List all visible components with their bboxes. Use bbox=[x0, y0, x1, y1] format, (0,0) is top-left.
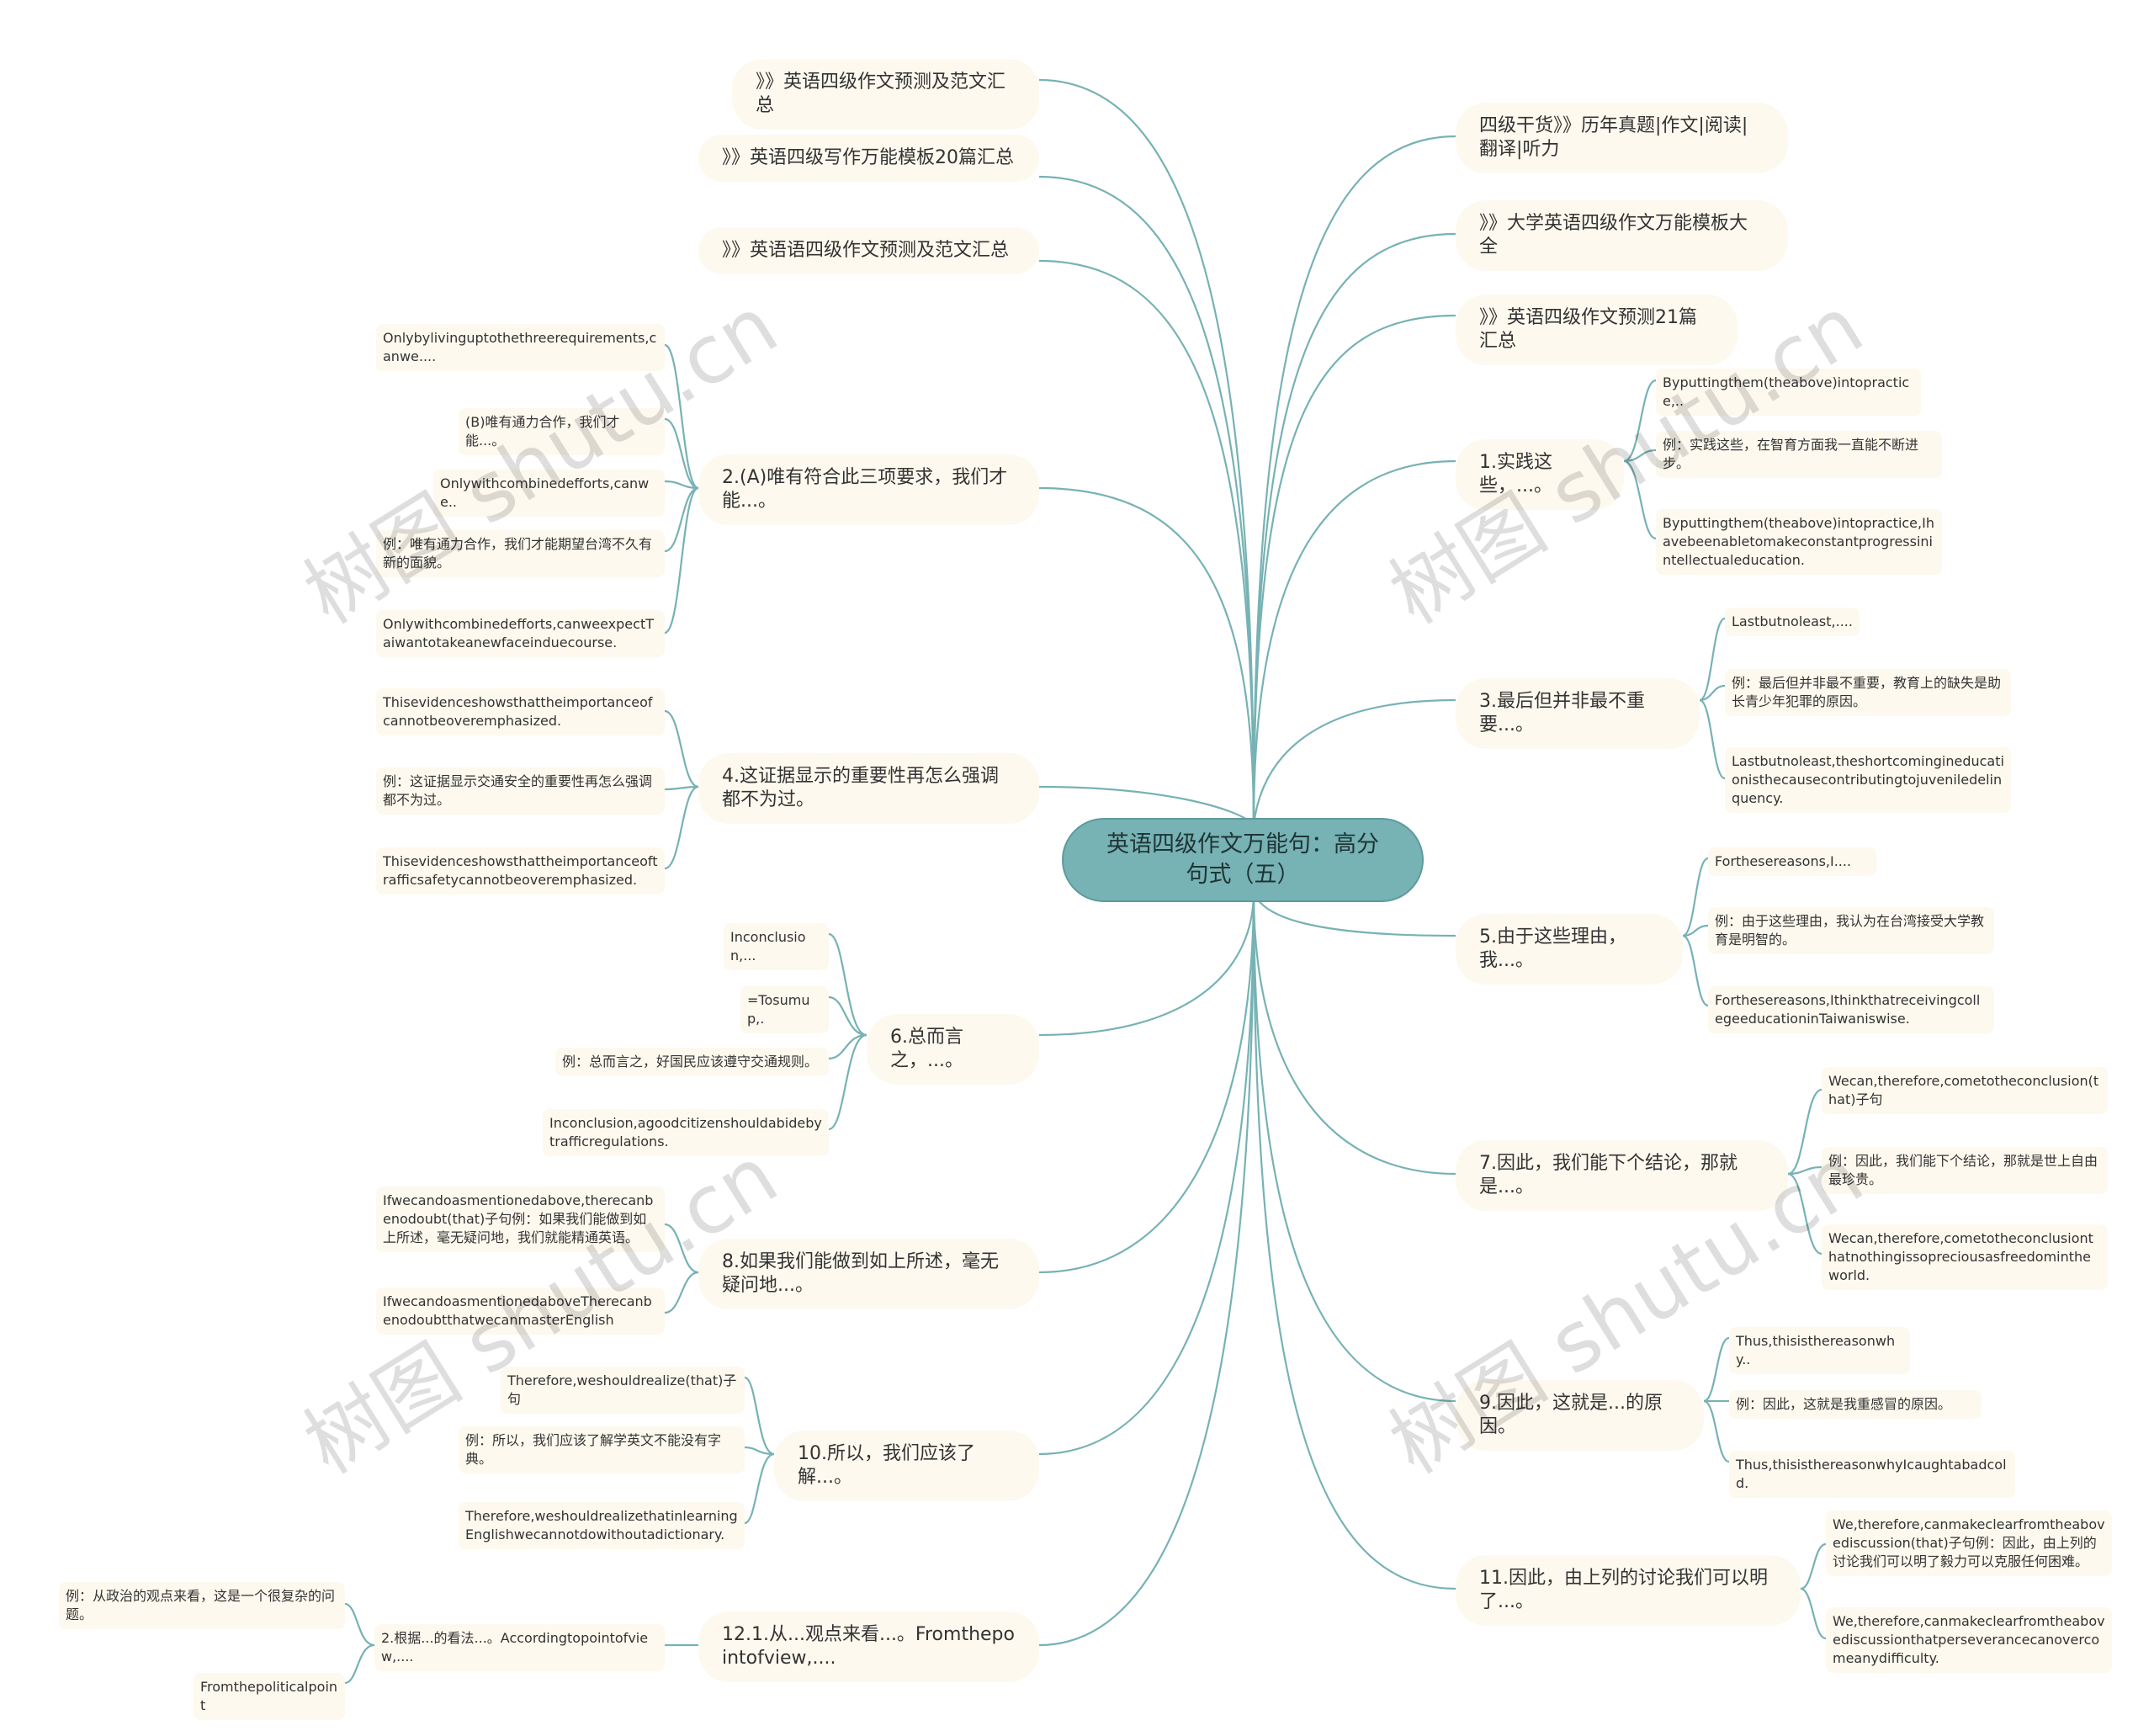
leaf-n7-1[interactable]: Ifwecandoasmentionedabove,therecanbenodo… bbox=[376, 1187, 665, 1252]
leaf-n9-1-1[interactable]: 例：从政治的观点来看，这是一个很复杂的问题。 bbox=[59, 1582, 345, 1629]
topic-right-6[interactable]: 5.由于这些理由，我...。 bbox=[1456, 914, 1683, 985]
link-root-m9 bbox=[1252, 891, 1456, 1590]
topic-left-7[interactable]: 8.如果我们能做到如上所述，毫无疑问地...。 bbox=[698, 1239, 1039, 1309]
link-root-m2 bbox=[1252, 232, 1456, 826]
leaf-n5-1[interactable]: Thisevidenceshowsthattheimportanceofcann… bbox=[376, 688, 665, 735]
leaf-n8-3[interactable]: Therefore,weshouldrealizethatinlearningE… bbox=[459, 1502, 745, 1549]
link-root-n9 bbox=[1038, 891, 1255, 1647]
topic-right-4[interactable]: 1.实践这些，...。 bbox=[1456, 439, 1624, 510]
root-topic[interactable]: 英语四级作文万能句：高分句式（五） bbox=[1062, 818, 1424, 902]
topic-right-8[interactable]: 9.因此，这就是...的原因。 bbox=[1456, 1380, 1704, 1451]
leaf-n8-2[interactable]: 例：所以，我们应该了解学英文不能没有字典。 bbox=[459, 1426, 745, 1473]
topic-left-2[interactable]: 》》英语四级写作万能模板20篇汇总 bbox=[698, 135, 1039, 182]
leaf-n5-3[interactable]: Thisevidenceshowsthattheimportanceoftraf… bbox=[376, 847, 665, 895]
leaf-n4-3[interactable]: Onlywithcombinedefforts,canwe.. bbox=[433, 470, 665, 517]
link-root-m3 bbox=[1252, 314, 1456, 826]
topic-right-5[interactable]: 3.最后但并非最不重要...。 bbox=[1456, 678, 1700, 749]
link-root-m4 bbox=[1252, 459, 1456, 826]
leaf-m8-1[interactable]: Thus,thisisthereasonwhy.. bbox=[1729, 1327, 1910, 1374]
topic-right-7[interactable]: 7.因此，我们能下个结论，那就是...。 bbox=[1456, 1140, 1788, 1211]
leaf-m8-3[interactable]: Thus,thisisthereasonwhyIcaughtabadcold. bbox=[1729, 1451, 2015, 1498]
topic-right-1[interactable]: 四级干货》》历年真题|作文|阅读|翻译|听力 bbox=[1456, 103, 1788, 173]
leaf-m5-3[interactable]: Lastbutnoleast,theshortcomingineducation… bbox=[1725, 747, 2011, 813]
leaf-m7-2[interactable]: 例：因此，我们能下个结论，那就是世上自由最珍贵。 bbox=[1822, 1147, 2108, 1194]
leaf-m6-2[interactable]: 例：由于这些理由，我认为在台湾接受大学教育是明智的。 bbox=[1708, 907, 1994, 954]
leaf-m6-1[interactable]: Forthesereasons,I.... bbox=[1708, 847, 1876, 876]
leaf-n9-1[interactable]: 2.根据...的看法...。Accordingtopointofview,...… bbox=[374, 1624, 665, 1671]
link-root-m1 bbox=[1252, 135, 1456, 826]
link-root-n2 bbox=[1038, 175, 1255, 826]
leaf-n6-2[interactable]: =Tosumup,. bbox=[740, 986, 829, 1033]
topic-right-3[interactable]: 》》英语四级作文预测21篇汇总 bbox=[1456, 295, 1738, 365]
link-root-m7 bbox=[1252, 891, 1456, 1176]
topic-left-6[interactable]: 6.总而言之，...。 bbox=[867, 1014, 1039, 1085]
leaf-n4-4[interactable]: 例：唯有通力合作，我们才能期望台湾不久有新的面貌。 bbox=[376, 530, 665, 577]
leaf-n5-2[interactable]: 例：这证据显示交通安全的重要性再怎么强调都不为过。 bbox=[376, 767, 665, 815]
topic-right-2[interactable]: 》》大学英语四级作文万能模板大全 bbox=[1456, 200, 1788, 271]
topic-left-9[interactable]: 12.1.从...观点来看...。Fromthepointofview,.... bbox=[698, 1611, 1039, 1682]
topic-left-8[interactable]: 10.所以，我们应该了解...。 bbox=[774, 1431, 1039, 1501]
leaf-m7-1[interactable]: Wecan,therefore,cometotheconclusion(that… bbox=[1822, 1067, 2108, 1114]
leaf-n4-2[interactable]: (B)唯有通力合作，我们才能...。 bbox=[459, 408, 665, 455]
link-root-n8 bbox=[1038, 891, 1255, 1456]
leaf-m5-2[interactable]: 例：最后但并非最不重要，教育上的缺失是助长青少年犯罪的原因。 bbox=[1725, 669, 2011, 716]
link-root-n4 bbox=[1038, 486, 1255, 826]
leaf-m8-2[interactable]: 例：因此，这就是我重感冒的原因。 bbox=[1729, 1390, 1982, 1419]
leaf-m4-2[interactable]: 例：实践这些，在智育方面我一直能不断进步。 bbox=[1656, 431, 1942, 478]
topic-left-1[interactable]: 》》英语四级作文预测及范文汇总 bbox=[732, 59, 1039, 130]
leaf-n6-1[interactable]: Inconclusion,... bbox=[724, 923, 829, 970]
link-root-m8 bbox=[1252, 891, 1456, 1403]
link-root-n3 bbox=[1038, 259, 1255, 826]
topic-left-4[interactable]: 2.(A)唯有符合此三项要求，我们才能...。 bbox=[698, 454, 1039, 525]
leaf-m4-3[interactable]: Byputtingthem(theabove)intopractice,Ihav… bbox=[1656, 509, 1942, 575]
leaf-n7-2[interactable]: IfwecandoasmentionedaboveTherecanbenodou… bbox=[376, 1287, 665, 1335]
topic-left-5[interactable]: 4.这证据显示的重要性再怎么强调都不为过。 bbox=[698, 753, 1039, 824]
topic-right-9[interactable]: 11.因此，由上列的讨论我们可以明了...。 bbox=[1456, 1555, 1801, 1626]
topic-left-3[interactable]: 》》英语语四级作文预测及范文汇总 bbox=[698, 227, 1039, 274]
leaf-n8-1[interactable]: Therefore,weshouldrealize(that)子句 bbox=[501, 1367, 745, 1414]
leaf-m7-3[interactable]: Wecan,therefore,cometotheconclusionthatn… bbox=[1822, 1224, 2108, 1290]
leaf-n6-4[interactable]: Inconclusion,agoodcitizenshouldabidebytr… bbox=[543, 1109, 829, 1156]
leaf-n4-5[interactable]: Onlywithcombinedefforts,canweexpectTaiwa… bbox=[376, 610, 665, 657]
leaf-m5-1[interactable]: Lastbutnoleast,.... bbox=[1725, 608, 1860, 636]
link-root-n7 bbox=[1038, 891, 1255, 1274]
leaf-n9-1-2[interactable]: Fromthepoliticalpoint bbox=[194, 1673, 345, 1720]
leaf-m6-3[interactable]: Forthesereasons,Ithinkthatreceivingcolle… bbox=[1708, 986, 1994, 1033]
leaf-n4-1[interactable]: Onlybylivinguptothethreerequirements,can… bbox=[376, 324, 665, 371]
leaf-m4-1[interactable]: Byputtingthem(theabove)intopractice,.. bbox=[1656, 369, 1921, 416]
link-root-n1 bbox=[1038, 78, 1255, 826]
leaf-m9-2[interactable]: We,therefore,canmakeclearfromtheabovedis… bbox=[1826, 1607, 2112, 1673]
leaf-n6-3[interactable]: 例：总而言之，好国民应该遵守交通规则。 bbox=[555, 1048, 829, 1076]
link-root-m5 bbox=[1252, 698, 1456, 826]
leaf-m9-1[interactable]: We,therefore,canmakeclearfromtheabovedis… bbox=[1826, 1510, 2112, 1576]
link-root-n6 bbox=[1038, 891, 1255, 1037]
